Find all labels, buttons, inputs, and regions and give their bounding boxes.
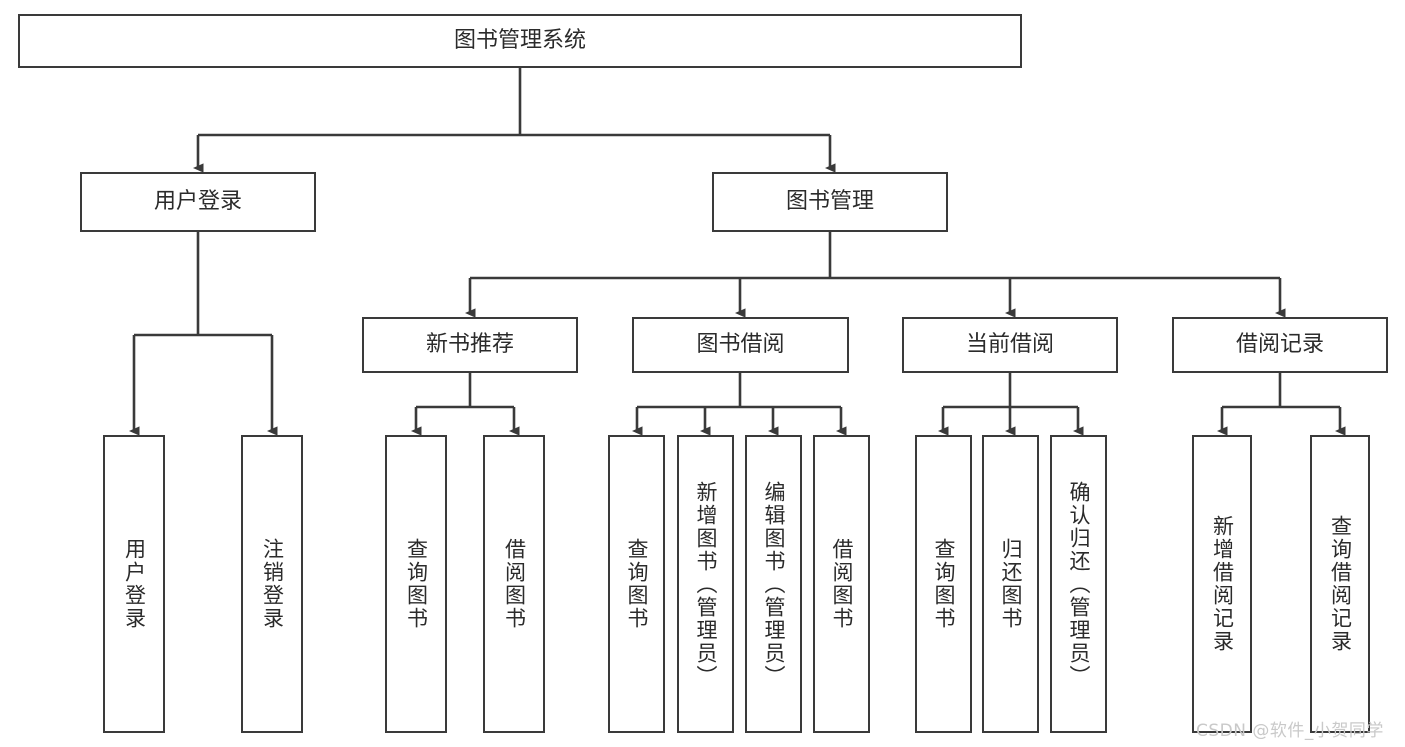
- node-leaf-logout[interactable]: 注销登录: [241, 435, 303, 733]
- node-user-login[interactable]: 用户登录: [80, 172, 316, 232]
- node-new-book-recommend[interactable]: 新书推荐: [362, 317, 578, 373]
- node-root-label: 图书管理系统: [453, 28, 586, 54]
- node-leaf-borrow-book-rec[interactable]: 借阅图书: [483, 435, 545, 733]
- node-borrow-record[interactable]: 借阅记录: [1172, 317, 1388, 373]
- node-current-borrow[interactable]: 当前借阅: [902, 317, 1118, 373]
- node-leaf-borrow-book-brw[interactable]: 借阅图书: [813, 435, 870, 733]
- node-leaf-logout-label: 注销登录: [260, 538, 285, 630]
- node-root[interactable]: 图书管理系统: [18, 14, 1022, 68]
- node-leaf-query-book-brw-label: 查询图书: [625, 538, 649, 630]
- node-book-borrow-label: 图书借阅: [696, 332, 785, 358]
- node-leaf-query-book-cur-label: 查询图书: [932, 538, 956, 630]
- node-leaf-add-record[interactable]: 新增借阅记录: [1192, 435, 1252, 733]
- node-leaf-edit-book-label: 编辑图书（管理员）: [762, 480, 786, 688]
- node-leaf-return-book[interactable]: 归还图书: [982, 435, 1039, 733]
- node-borrow-record-label: 借阅记录: [1235, 332, 1324, 358]
- node-leaf-query-book-brw[interactable]: 查询图书: [608, 435, 665, 733]
- node-leaf-user-login[interactable]: 用户登录: [103, 435, 165, 733]
- node-leaf-confirm-return-label: 确认归还（管理员）: [1067, 480, 1091, 688]
- node-leaf-confirm-return[interactable]: 确认归还（管理员）: [1050, 435, 1107, 733]
- node-book-manage[interactable]: 图书管理: [712, 172, 948, 232]
- node-leaf-add-record-label: 新增借阅记录: [1210, 515, 1235, 653]
- node-leaf-edit-book[interactable]: 编辑图书（管理员）: [745, 435, 802, 733]
- node-leaf-query-book-rec-label: 查询图书: [404, 538, 429, 630]
- node-leaf-return-book-label: 归还图书: [999, 538, 1023, 630]
- node-leaf-query-record-label: 查询借阅记录: [1328, 515, 1353, 653]
- node-leaf-query-book-rec[interactable]: 查询图书: [385, 435, 447, 733]
- node-leaf-add-book-label: 新增图书（管理员）: [694, 480, 718, 688]
- node-leaf-borrow-book-brw-label: 借阅图书: [830, 538, 854, 630]
- node-book-manage-label: 图书管理: [785, 189, 874, 215]
- node-leaf-user-login-label: 用户登录: [122, 538, 147, 630]
- node-new-book-recommend-label: 新书推荐: [425, 332, 514, 358]
- node-user-login-label: 用户登录: [153, 189, 242, 215]
- node-leaf-query-book-cur[interactable]: 查询图书: [915, 435, 972, 733]
- node-leaf-query-record[interactable]: 查询借阅记录: [1310, 435, 1370, 733]
- node-leaf-borrow-book-rec-label: 借阅图书: [502, 538, 527, 630]
- node-leaf-add-book[interactable]: 新增图书（管理员）: [677, 435, 734, 733]
- node-current-borrow-label: 当前借阅: [965, 332, 1054, 358]
- node-book-borrow[interactable]: 图书借阅: [632, 317, 849, 373]
- csdn-watermark: CSDN @软件_小贺同学: [1196, 721, 1384, 741]
